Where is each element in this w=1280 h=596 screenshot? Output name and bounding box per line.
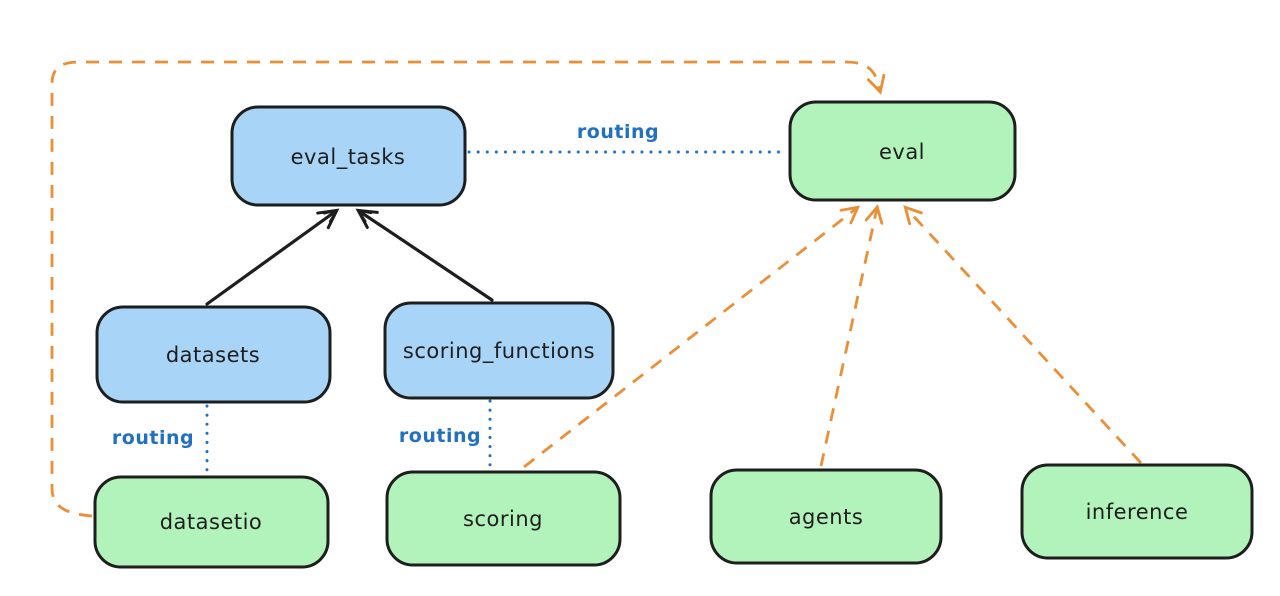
node-datasetio-shape [93,475,330,569]
node-inference: inference [1020,463,1254,560]
node-eval-label: eval [879,140,925,164]
node-datasetio: datasetio [93,475,330,569]
routing-label-datasets: routing [112,427,194,449]
node-inference-shape [1020,463,1254,560]
edge-scoring-to-eval [523,205,861,469]
edge-scoring-functions-to-eval-tasks [355,208,494,302]
node-scoring: scoring [385,470,622,567]
node-eval-tasks-label: eval_tasks [291,145,406,170]
edge-datasets-to-eval-tasks [205,208,340,306]
node-scoring-functions-shape [383,301,615,400]
routing-label-top: routing [577,121,659,143]
node-scoring-label: scoring [463,507,543,531]
node-scoring-functions-label: scoring_functions [403,339,595,364]
node-datasets: datasets [95,305,332,404]
node-datasetio-label: datasetio [160,510,263,534]
node-agents: agents [709,468,943,565]
node-datasets-label: datasets [166,343,260,367]
node-scoring-functions: scoring_functions [383,301,615,400]
node-eval-shape [788,100,1017,202]
node-datasets-shape [95,305,332,404]
node-eval-tasks: eval_tasks [230,105,467,207]
node-agents-label: agents [789,505,864,529]
edge-inference-to-eval [903,205,1143,464]
node-eval: eval [788,100,1017,202]
edge-agents-to-eval [819,204,884,467]
node-eval-tasks-shape [230,105,467,207]
node-inference-label: inference [1086,500,1189,524]
node-scoring-shape [385,470,622,567]
node-agents-shape [709,468,943,565]
routing-label-scoring: routing [399,425,481,447]
edge-datasetio-to-eval [50,60,886,518]
